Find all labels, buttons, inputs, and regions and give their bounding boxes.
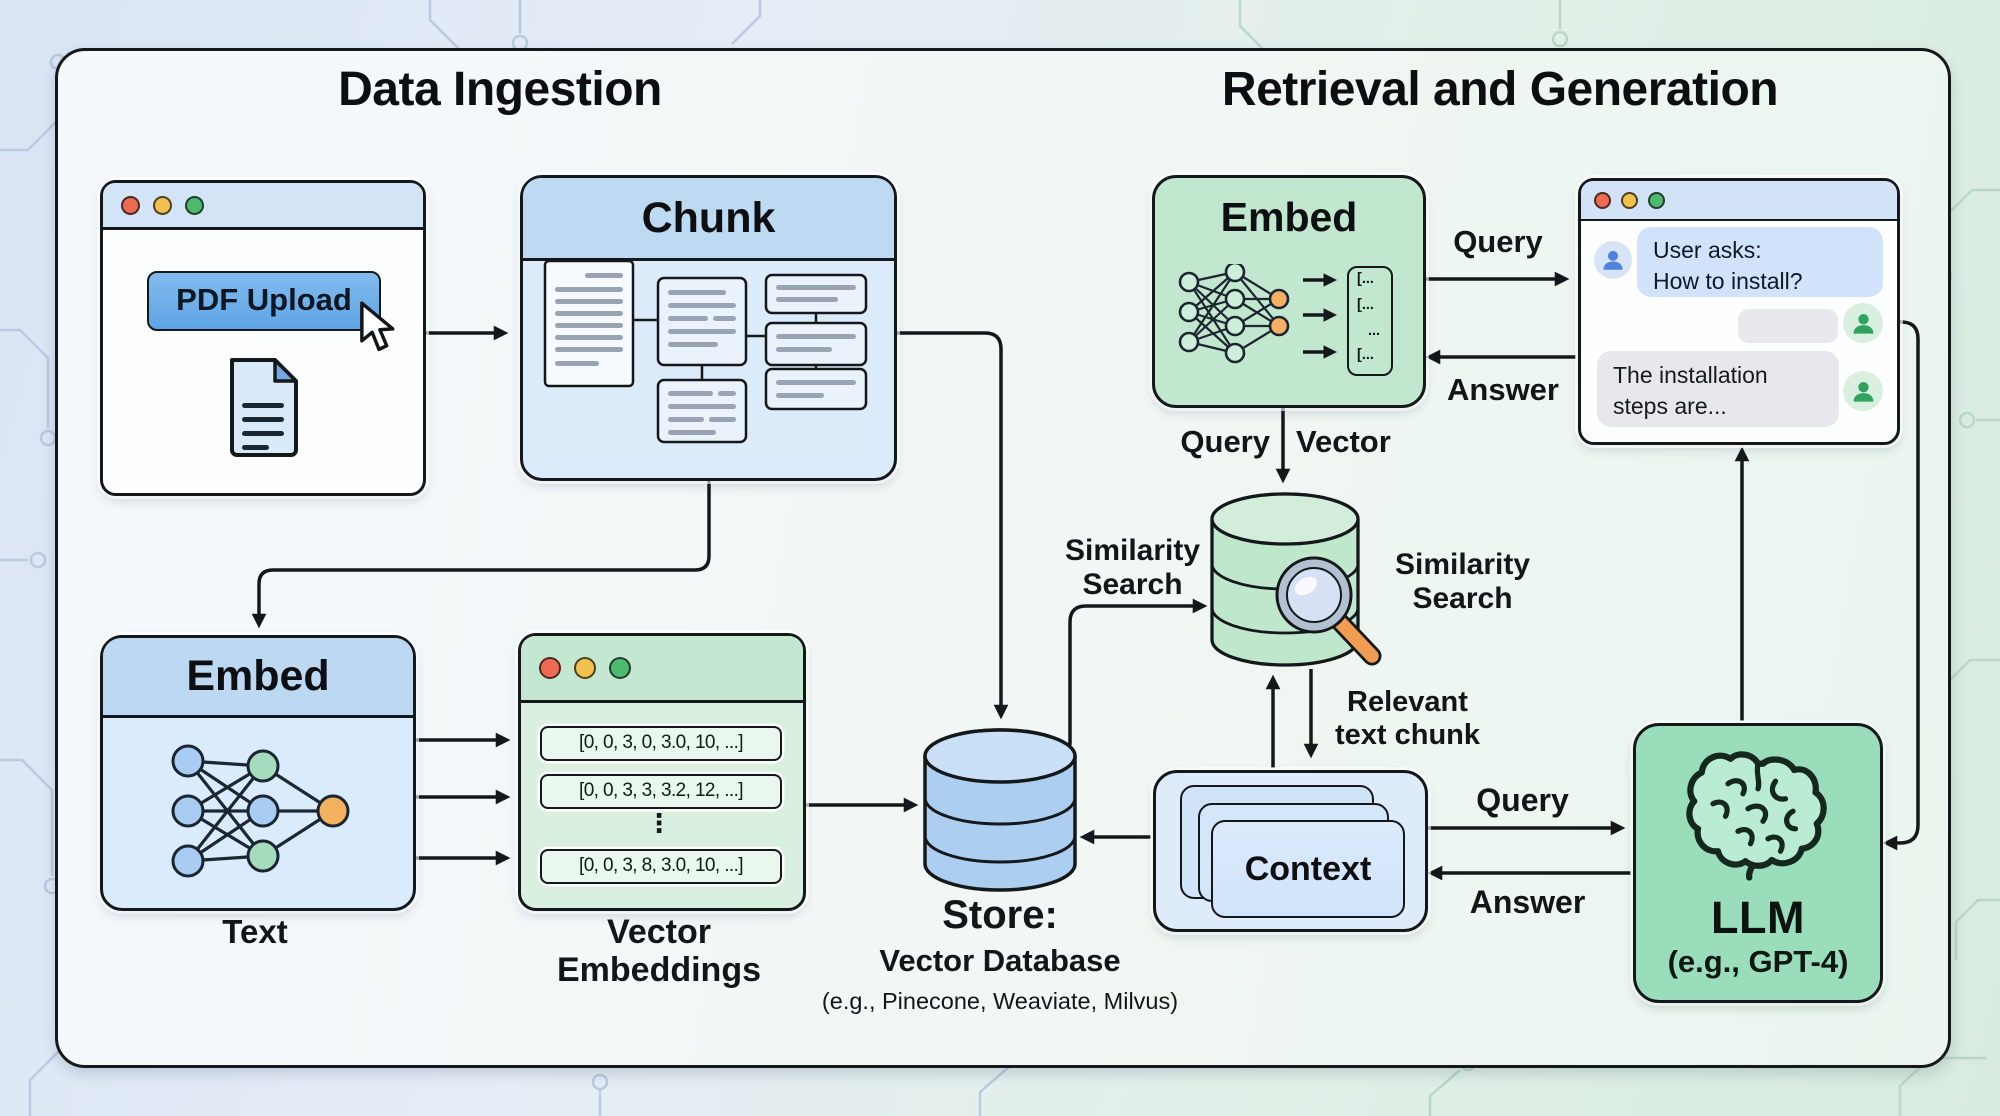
chunk-box: Chunk (520, 175, 897, 481)
chunk-illustration (543, 259, 868, 444)
pdf-upload-button[interactable]: PDF Upload (147, 271, 381, 331)
vector-chip: [0, 0, 3, 3, 3.2, 12, ...] (540, 774, 782, 809)
chat-bubble-assistant: The installation steps are... (1597, 351, 1839, 427)
cursor-icon (360, 301, 395, 352)
traffic-light-zoom-icon (185, 195, 204, 215)
user-avatar-icon (1594, 241, 1632, 279)
chat-bubble-user: User asks: How to install? (1637, 227, 1883, 297)
chat-titlebar (1581, 181, 1897, 221)
chunk-title: Chunk (523, 178, 894, 261)
vector-row: [... (1357, 347, 1374, 363)
neural-network-icon (171, 744, 350, 878)
assistant-avatar-icon (1843, 371, 1883, 411)
context-box: Context (1153, 770, 1428, 932)
vector-ellipsis: ⋮ (646, 808, 672, 838)
vector-database-icon (923, 728, 1077, 892)
vector-window-titlebar (521, 636, 803, 703)
label-answer-top: Answer (1447, 372, 1559, 407)
traffic-light-close-icon (1594, 191, 1611, 209)
label-similarity-search-right: Similarity Search (1394, 548, 1531, 615)
vector-chip: [0, 0, 3, 8, 3.0, 10, ...] (540, 849, 782, 884)
label-relevant-text-chunk: Relevant text chunk (1334, 686, 1481, 751)
chat-bubble-empty (1738, 309, 1838, 343)
vector-embeddings-window: [0, 0, 3, 0, 3.0, 10, ...] [0, 0, 3, 3, … (518, 633, 806, 911)
vector-row: [... (1357, 297, 1374, 313)
brain-icon (1686, 751, 1827, 881)
label-query-bottom: Query (1476, 782, 1569, 818)
context-card-front: Context (1211, 820, 1405, 918)
label-query-top: Query (1453, 224, 1543, 259)
assistant-avatar-icon (1843, 303, 1883, 343)
embed-box-right: Embed [... [... ... (1152, 175, 1426, 408)
vector-row: [... (1357, 271, 1374, 287)
magnifier-icon (1275, 556, 1382, 666)
traffic-light-minimize-icon (574, 657, 596, 679)
embed-left-caption: Text (222, 913, 288, 950)
embed-box-left: Embed (100, 635, 416, 911)
llm-subtitle: (e.g., GPT-4) (1667, 944, 1849, 979)
vector-output-chip: [... [... ... [... (1347, 266, 1393, 376)
traffic-light-close-icon (121, 195, 140, 215)
store-title: Store: (942, 893, 1058, 937)
traffic-light-minimize-icon (1621, 191, 1638, 209)
store-examples: (e.g., Pinecone, Weaviate, Milvus) (821, 988, 1179, 1014)
embed-right-title: Embed (1220, 194, 1358, 240)
llm-box: LLM (e.g., GPT-4) (1633, 723, 1883, 1003)
embed-left-title: Embed (103, 638, 413, 718)
chat-window: User asks: How to install? The installat… (1578, 178, 1900, 445)
vector-chip: [0, 0, 3, 0, 3.0, 10, ...] (540, 726, 782, 761)
section-title-retrieval-generation: Retrieval and Generation (1221, 63, 1779, 116)
neural-network-icon (1178, 264, 1338, 364)
llm-title: LLM (1711, 892, 1805, 943)
vector-embeddings-caption: Vector Embeddings (556, 913, 762, 990)
label-query-vector-vector: Vector (1296, 424, 1391, 459)
traffic-light-zoom-icon (609, 657, 631, 679)
traffic-light-minimize-icon (153, 195, 172, 215)
vector-row: ... (1367, 323, 1381, 339)
label-answer-bottom: Answer (1469, 884, 1586, 920)
pdf-document-icon (230, 358, 298, 457)
traffic-light-close-icon (539, 657, 561, 679)
window-titlebar (103, 183, 423, 230)
store-subtitle: Vector Database (879, 943, 1121, 978)
pdf-upload-window: PDF Upload (100, 180, 426, 496)
section-title-data-ingestion: Data Ingestion (338, 63, 662, 116)
traffic-light-zoom-icon (1648, 191, 1665, 209)
label-similarity-search-left: Similarity Search (1064, 534, 1201, 601)
label-query-vector-query: Query (1180, 424, 1270, 459)
